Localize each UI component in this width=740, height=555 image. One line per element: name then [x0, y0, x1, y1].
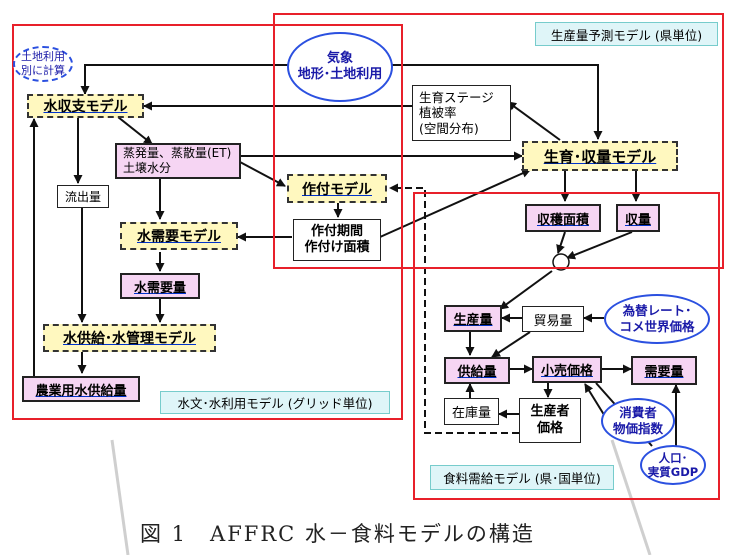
arrow-producer-crop — [389, 183, 519, 434]
land-note-ellipse: 土地利用 別に計算 — [13, 46, 73, 82]
arrow-climate-water — [80, 64, 290, 95]
producer-price-box: 生産者 価格 — [519, 398, 581, 443]
water-demand-label: 水需要量 — [133, 280, 186, 296]
growth-stage-line3: (空間分布) — [419, 120, 479, 136]
retail-price-label: 小売価格 — [540, 364, 593, 379]
supply-box: 供給量 — [444, 357, 510, 384]
producer-price-line2: 価格 — [536, 420, 563, 436]
water-balance-label: 水収支モデル — [43, 99, 128, 115]
arrow-evap-crop — [239, 161, 286, 187]
trade-box: 貿易量 — [522, 306, 584, 332]
growth-yield-label: 生育･収量モデル — [543, 147, 657, 166]
cropping-model-label: 作付モデル — [302, 181, 372, 198]
population-line1: 人口･ — [658, 450, 688, 465]
runoff-box: 流出量 — [57, 185, 109, 208]
retail-price-box: 小売価格 — [532, 356, 602, 383]
water-supply-model: 水供給･水管理モデル — [43, 324, 216, 352]
decor-line — [110, 439, 130, 555]
demand-label: 需要量 — [644, 365, 684, 380]
production-box: 生産量 — [444, 305, 502, 332]
arrow-yield-product — [566, 231, 633, 260]
land-note-line1: 土地利用 — [21, 50, 65, 64]
growth-yield-model: 生育･収量モデル — [522, 141, 678, 171]
yield-label: 収量 — [624, 212, 651, 228]
climate-line1: 気象 — [326, 50, 353, 66]
arrow-climate-growth — [390, 64, 603, 140]
exchange-line1: 為替レート･ — [622, 303, 692, 319]
supply-label: 供給量 — [457, 365, 497, 380]
arrow-period-growth — [379, 169, 531, 238]
growth-stage-line2: 植被率 — [419, 105, 457, 121]
demand-box: 需要量 — [631, 356, 697, 385]
evapotranspiration-box: 蒸発量、蒸散量(ET) 土壌水分 — [115, 143, 241, 179]
ag-water-label: 農業用水供給量 — [35, 383, 127, 399]
water-demand-model-label: 水需要モデル — [137, 229, 221, 245]
production-region — [273, 13, 724, 269]
producer-price-line1: 生産者 — [530, 404, 570, 420]
cpi-line1: 消費者 — [619, 405, 657, 421]
production-label: 生産量 — [453, 313, 493, 328]
ag-water-box: 農業用水供給量 — [22, 376, 140, 402]
climate-line2: 地形･土地利用 — [297, 67, 383, 82]
hydrology-region — [12, 24, 403, 420]
product-junction — [552, 253, 570, 271]
arrow-growth-stage — [507, 101, 561, 141]
arrow-product-production — [499, 270, 553, 310]
runoff-label: 流出量 — [64, 190, 101, 204]
figure-caption: 図 1 AFFRC 水－食料モデルの構造 — [140, 522, 535, 546]
arrow-trade-supply — [491, 331, 531, 358]
harvest-area-box: 収穫面積 — [525, 204, 601, 232]
arrow-water-evap — [117, 116, 153, 145]
exchange-ellipse: 為替レート･ コメ世界価格 — [604, 294, 710, 344]
food-region — [413, 192, 720, 500]
water-demand-box: 水需要量 — [120, 273, 200, 299]
population-line2: 実質GDP — [647, 465, 699, 479]
cpi-ellipse: 消費者 物価指数 — [601, 398, 675, 444]
exchange-line2: コメ世界価格 — [619, 319, 695, 334]
stock-box: 在庫量 — [444, 398, 499, 425]
evap-line2: 土壌水分 — [123, 161, 172, 175]
harvest-area-label: 収穫面積 — [536, 212, 589, 228]
land-note-line2: 別に計算 — [21, 64, 65, 77]
cropping-period-line2: 作付け面積 — [304, 240, 370, 255]
stock-label: 在庫量 — [451, 406, 491, 421]
cpi-line2: 物価指数 — [612, 421, 663, 436]
cropping-period-line1: 作付期間 — [310, 223, 363, 239]
water-balance-model: 水収支モデル — [27, 94, 144, 118]
growth-stage-box: 生育ステージ 植被率 (空間分布) — [412, 85, 511, 141]
arrow-area-product — [556, 231, 566, 254]
yield-box: 収量 — [616, 204, 660, 232]
hydrology-tag: 水文･水利用モデル (グリッド単位) — [160, 391, 390, 414]
population-ellipse: 人口･ 実質GDP — [640, 445, 706, 485]
production-tag: 生産量予測モデル (県単位) — [535, 22, 718, 46]
trade-label: 貿易量 — [533, 313, 573, 329]
climate-ellipse: 気象 地形･土地利用 — [287, 32, 393, 102]
decor-line — [610, 439, 652, 555]
evap-line1: 蒸発量、蒸散量(ET) — [123, 146, 232, 160]
water-demand-model: 水需要モデル — [120, 222, 238, 250]
growth-stage-line1: 生育ステージ — [419, 89, 494, 105]
water-supply-label: 水供給･水管理モデル — [63, 331, 196, 347]
cropping-model: 作付モデル — [287, 174, 387, 203]
food-tag: 食料需給モデル (県･国単位) — [430, 465, 614, 490]
cropping-period-box: 作付期間 作付け面積 — [293, 219, 381, 261]
